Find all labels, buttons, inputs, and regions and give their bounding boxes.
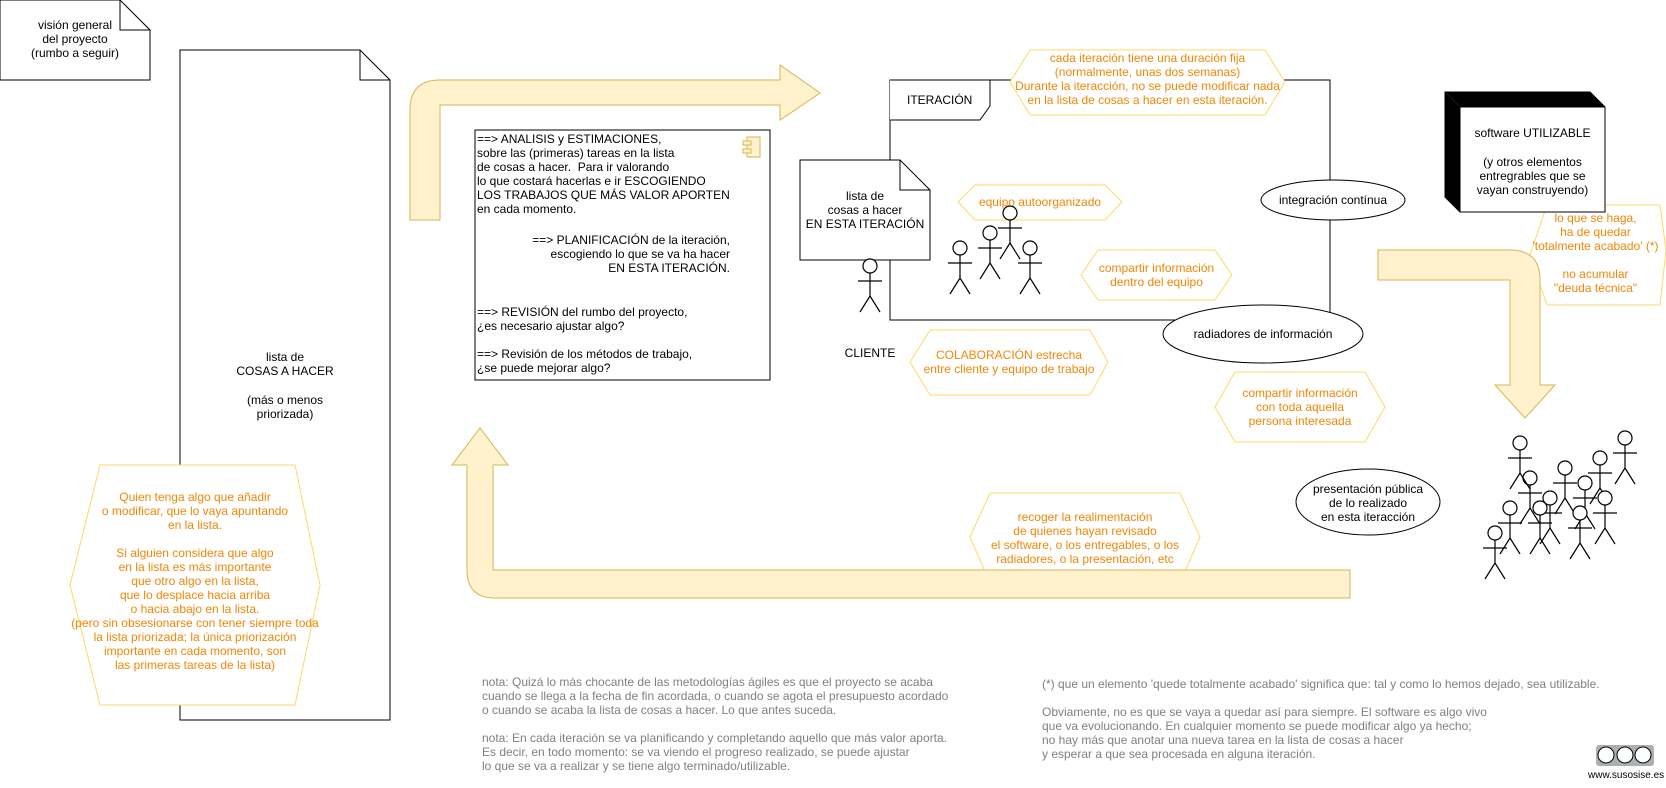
self-organized-text: equipo autoorganizado — [978, 195, 1102, 209]
planning-retro: ==> Revisión de los métodos de trabajo, … — [477, 347, 693, 375]
backlog-title: lista de COSAS A HACER — [236, 350, 334, 378]
vision-note-shape — [0, 0, 151, 81]
collaboration-hexagon — [909, 329, 1109, 396]
backlog-note-text: Quien tenga algo que añadir o modificar,… — [71, 490, 319, 672]
audience-person-icon — [1483, 525, 1507, 580]
iteration-tab — [890, 79, 991, 121]
team-member-icon — [948, 240, 972, 295]
audience-person-icon — [1498, 500, 1522, 555]
backlog-fold — [359, 50, 390, 81]
done-note-text: lo que se haga, ha de quedar 'totalmente… — [1532, 211, 1659, 295]
planning-review: ==> REVISIÓN del rumbo del proyecto, ¿es… — [477, 305, 688, 333]
notes-left: nota: Quizá lo más chocante de las metod… — [482, 675, 949, 773]
software-cube — [1444, 91, 1606, 213]
iteration-label: ITERACIÓN — [907, 93, 973, 107]
duration-note-hexagon — [1009, 49, 1286, 116]
duration-note-text: cada iteración tiene una duración fija (… — [1015, 51, 1280, 107]
vision-note-text: visión general del proyecto (rumbo a seg… — [30, 18, 120, 60]
audience-person-icon — [1573, 475, 1597, 530]
audience-person-icon — [1538, 490, 1562, 545]
arrow-feedback — [450, 427, 1351, 599]
team-member-icon — [1018, 240, 1042, 295]
license-url: www.susosise.es — [1588, 770, 1665, 781]
share-all-text: compartir información con toda aquella p… — [1242, 386, 1358, 428]
arrow-to-planning — [409, 64, 821, 221]
audience-person-icon — [1593, 490, 1617, 545]
self-organized-hexagon — [957, 184, 1123, 221]
feedback-text: recoger la realimentación de quienes hay… — [990, 510, 1180, 566]
backlog-subtitle: (más o menos priorizada) — [246, 393, 324, 421]
audience-person-icon — [1553, 460, 1577, 515]
audience-person-icon — [1528, 500, 1552, 555]
ci-text: integración contínua — [1278, 193, 1388, 207]
sprint-backlog-shape — [799, 159, 931, 261]
sprint-backlog-text: lista de cosas a hacer EN ESTA ITERACIÓN — [805, 189, 925, 231]
demo-text: presentación pública de lo realizado en … — [1312, 482, 1424, 524]
radiators-ellipse — [1162, 304, 1364, 364]
team-member-icon — [998, 205, 1022, 260]
component-icon — [742, 136, 761, 158]
client-actor-icon — [858, 258, 882, 313]
arrow-to-demo — [1377, 249, 1557, 419]
planning-analysis: ==> ANALISIS y ESTIMACIONES, sobre las (… — [477, 132, 730, 216]
ci-ellipse — [1260, 179, 1406, 221]
actors-group — [858, 205, 1637, 580]
audience-person-icon — [1568, 505, 1592, 560]
share-all-hexagon — [1214, 371, 1386, 443]
client-label: CLIENTE — [844, 346, 896, 360]
software-title: software UTILIZABLE — [1474, 126, 1591, 140]
team-member-icon — [978, 225, 1002, 280]
audience-person-icon — [1613, 430, 1637, 485]
audience-person-icon — [1518, 470, 1542, 525]
share-team-hexagon — [1080, 249, 1233, 301]
collaboration-text: COLABORACIÓN estrecha entre cliente y eq… — [923, 348, 1095, 376]
audience-person-icon — [1508, 435, 1532, 490]
share-team-text: compartir información dentro del equipo — [1098, 261, 1215, 289]
backlog-note-hexagon — [69, 464, 321, 706]
sprint-backlog-fold — [899, 160, 930, 191]
radiators-text: radiadores de información — [1193, 327, 1333, 341]
cc-license-icon — [1596, 745, 1654, 766]
software-subtitle: (y otros elementos entregrables que se v… — [1476, 155, 1589, 197]
demo-ellipse — [1295, 468, 1441, 536]
audience-person-icon — [1588, 450, 1612, 505]
vision-note-fold — [119, 0, 150, 31]
planning-step: ==> PLANIFICACIÓN de la iteración, escog… — [532, 233, 730, 275]
notes-right: (*) que un elemento 'quede totalmente ac… — [1042, 677, 1600, 761]
planning-box — [474, 129, 771, 381]
